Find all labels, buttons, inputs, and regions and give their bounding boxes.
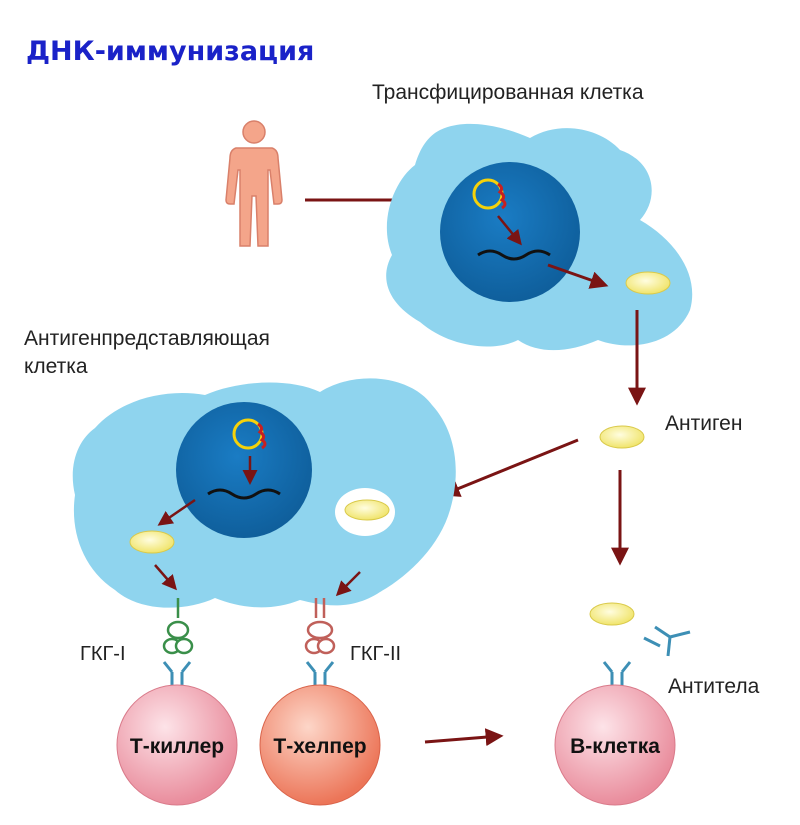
plasmid-icon [472,178,507,210]
antigen-label: Антиген [665,412,742,435]
t-helper-cell [259,684,381,806]
human-figure-icon [225,120,283,247]
t-killer-cell [116,684,238,806]
b-cell-label: В-клетка [570,735,660,758]
page-title: ДНК-иммунизация [26,36,314,67]
receptor-icon [602,661,632,690]
arrow-thelper-to-bcell [424,728,504,747]
mhc2-label: ГКГ-II [350,643,401,665]
t-killer-label: Т-киллер [130,735,224,758]
arrow-to-internal-antigen [157,498,196,526]
arrow-plasmid-to-mrna [497,215,522,246]
apc-nucleus [176,402,312,538]
apc-label-line2: клетка [24,355,88,378]
antibody-icon [643,625,691,657]
antigen-presenting-cell [72,378,456,608]
antigen-icon-produced [625,271,671,295]
mrna-icon [477,249,551,261]
endosome-antigen-icon [344,499,390,521]
internal-antigen-icon [129,530,175,554]
mhc2-molecule-icon [304,598,336,655]
arrow-antigen-to-mhc1 [154,564,177,591]
t-helper-label: Т-хелпер [273,735,366,758]
mhc1-molecule-icon [162,598,194,655]
mhc1-label: ГКГ-I [80,643,126,665]
apc-label-line1: Антигенпредставляющая [24,327,270,350]
transfected-cell [386,123,693,351]
mrna-icon [207,488,281,500]
arrow-antigen-to-mhc2 [335,571,361,597]
antibodies-label: Антитела [668,675,760,698]
transfected-cell-label: Трансфицированная клетка [372,81,644,104]
plasmid-icon [232,418,267,450]
free-antigen-icon [599,425,645,449]
arrow-mrna-to-antigen [547,263,609,289]
bcell-antigen-icon [589,602,635,626]
arrow-antigen-to-apc [441,438,579,497]
b-cell [554,684,676,806]
